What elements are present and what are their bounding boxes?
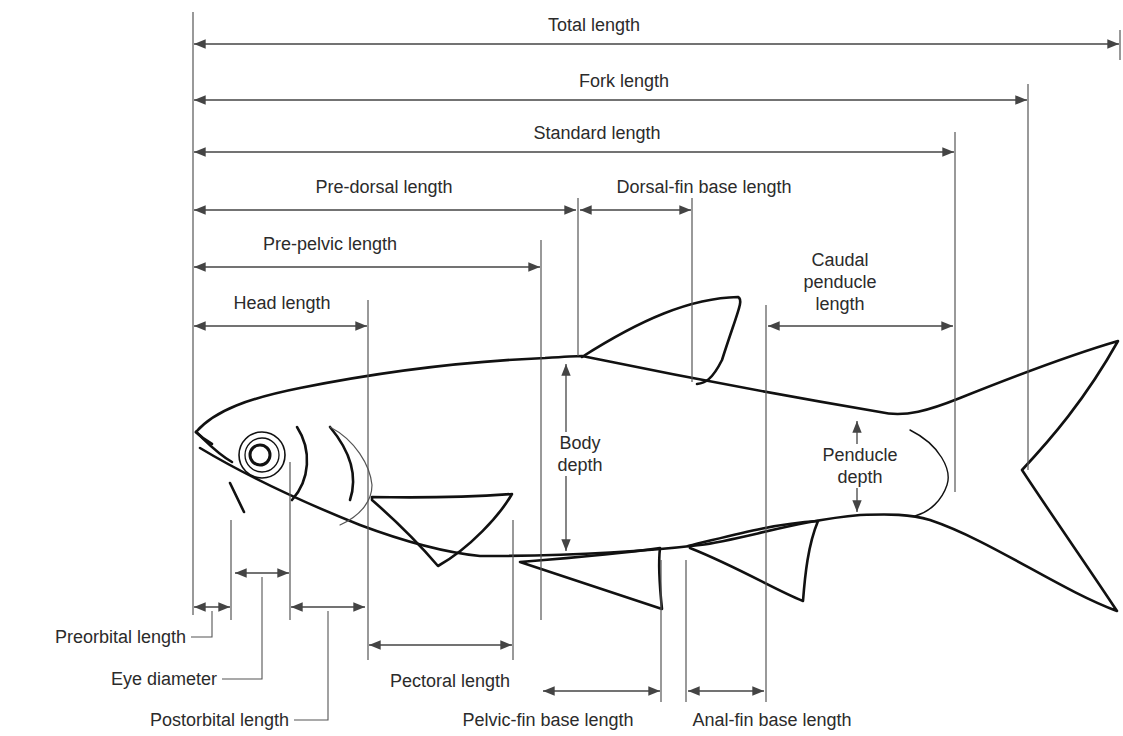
- measurement-label: Postorbital length: [150, 709, 289, 731]
- measurement-label: Fork length: [579, 70, 669, 92]
- dimension-arrows: [194, 44, 1119, 691]
- measurement-label: Standard length: [533, 122, 660, 144]
- measurement-label: Pelvic-fin base length: [462, 709, 633, 731]
- measurement-label: Total length: [548, 14, 640, 36]
- measurement-label: Anal-fin base length: [692, 709, 851, 731]
- measurement-label: Pectoral length: [390, 670, 510, 692]
- measurement-label: Dorsal-fin base length: [616, 176, 791, 198]
- measurement-label: Preorbital length: [55, 626, 186, 648]
- measurement-label: Penducle depth: [817, 444, 903, 488]
- leader-lines: [191, 577, 328, 720]
- measurement-label: Head length: [233, 292, 330, 314]
- measurement-label: Eye diameter: [111, 668, 217, 690]
- fish-body: [196, 297, 1118, 611]
- measurement-label: Body depth: [548, 432, 612, 476]
- extension-lines: [193, 12, 1120, 702]
- measurement-label: Pre-pelvic length: [263, 233, 397, 255]
- measurement-label: Pre-dorsal length: [315, 176, 452, 198]
- measurement-label: Caudal penducle length: [797, 249, 883, 315]
